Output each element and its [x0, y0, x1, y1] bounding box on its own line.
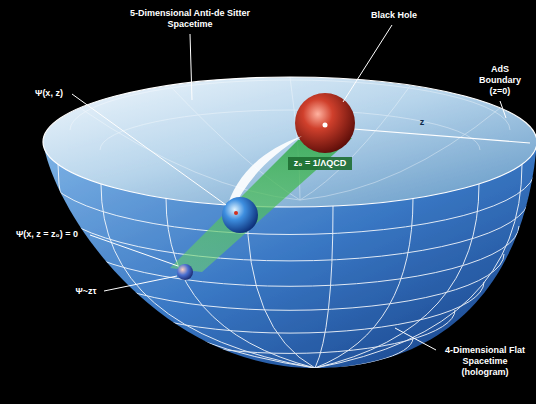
leader-line — [500, 101, 506, 118]
wavefunction-label: Ψ(x, z) — [26, 88, 72, 99]
grid-line — [247, 206, 315, 368]
grid-line — [315, 206, 333, 368]
leader-line — [72, 94, 226, 205]
boundary-condition-label: Ψ(x, z = z₀) = 0 — [4, 229, 90, 240]
grid-line — [315, 198, 413, 368]
leader-lines — [72, 25, 506, 350]
hadron-sphere — [222, 197, 258, 233]
black-hole-center — [323, 123, 328, 128]
grid-line — [70, 80, 510, 130]
grid-line — [101, 184, 315, 368]
leader-line — [395, 328, 436, 350]
boundary-sphere — [177, 264, 193, 280]
grid-line — [166, 198, 315, 368]
leader-line — [104, 276, 177, 291]
grid-line — [167, 338, 413, 370]
grid-line — [96, 282, 484, 333]
grid-line — [315, 184, 479, 368]
cutoff-label: z₀ = 1/ΛQCD — [288, 157, 352, 170]
region-label: 5-Dimensional Anti-de Sitter Spacetime — [125, 8, 255, 30]
black-hole-sphere — [295, 93, 355, 153]
object-label: Black Hole — [362, 10, 426, 21]
grid-line — [125, 310, 455, 353]
hadron-core — [234, 211, 238, 215]
leader-line — [343, 25, 392, 102]
hologram-label: 4-Dimensional Flat Spacetime (hologram) — [440, 345, 530, 378]
scaling-label: Ψ~zτ — [68, 286, 104, 297]
boundary-label: AdS Boundary (z=0) — [472, 64, 528, 97]
leader-line — [190, 34, 192, 100]
grid-line — [100, 110, 480, 150]
axis-label: z — [416, 117, 428, 128]
leader-line — [90, 235, 178, 266]
grid-line — [76, 254, 504, 310]
z-axis-line — [328, 127, 530, 143]
